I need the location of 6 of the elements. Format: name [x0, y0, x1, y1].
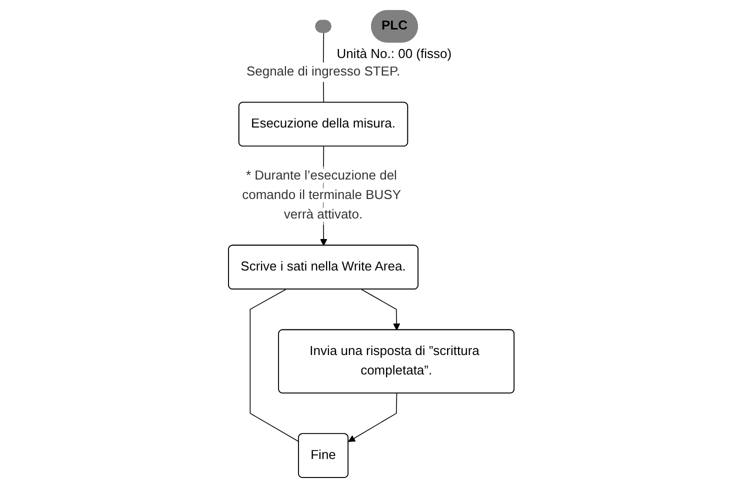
arrow: [348, 393, 397, 442]
connector: [249, 289, 299, 442]
node-note: Unità No.: 00 (fisso): [336, 46, 452, 62]
edge-label: Segnale di ingresso STEP.: [246, 64, 400, 79]
edge-label: * Durante l’esecuzione del comando il terminale BUSY verrà attivato.: [242, 168, 400, 222]
arrow: [360, 289, 400, 330]
